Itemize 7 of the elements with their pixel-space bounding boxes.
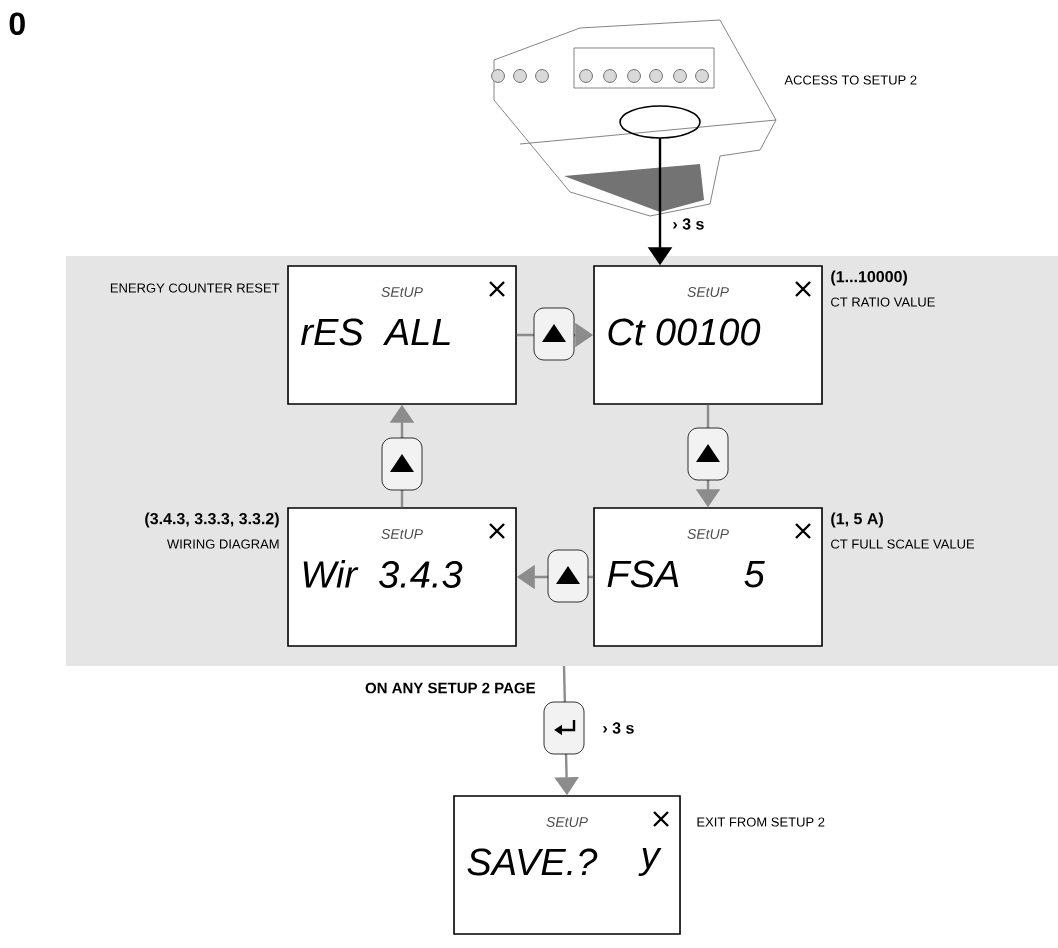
picture <box>491 19 777 217</box>
edge-label: › 3 s <box>673 218 704 230</box>
side-label: (3.4.3, 3.3.3, 3.3.2) <box>145 512 279 528</box>
edge-label: › 3 s <box>603 722 634 734</box>
title: 0 <box>9 12 25 36</box>
side-label: (1...10000) <box>831 270 907 286</box>
side-label: (1, 5 A) <box>831 512 883 528</box>
